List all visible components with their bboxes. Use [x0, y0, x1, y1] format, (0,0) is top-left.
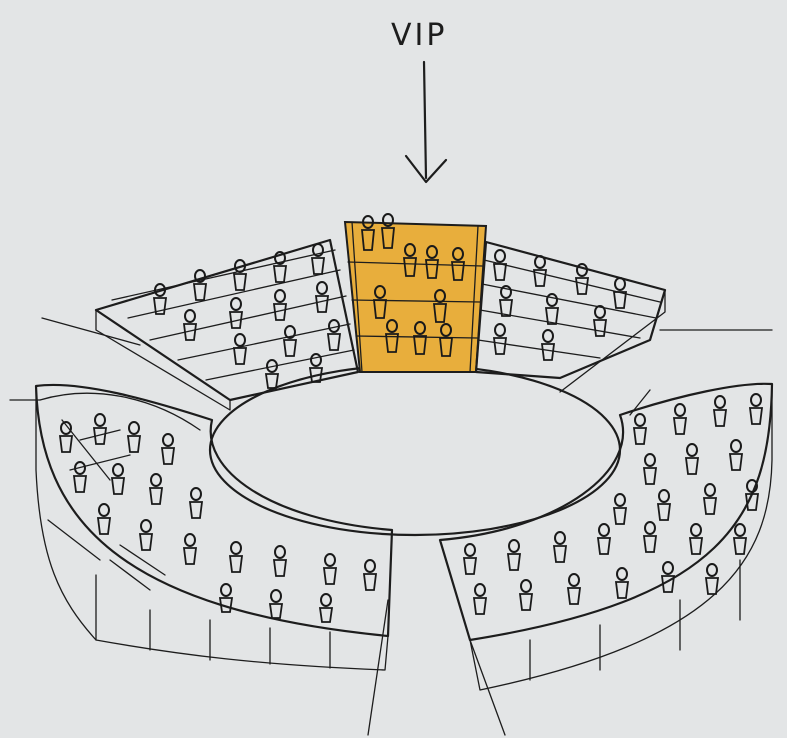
stand-front-right	[440, 384, 772, 690]
stand-back-left	[96, 240, 358, 410]
down-arrow-icon	[406, 62, 446, 182]
crowd-figures	[60, 214, 762, 622]
stand-front-left	[36, 385, 392, 670]
ground-lines	[10, 318, 772, 735]
